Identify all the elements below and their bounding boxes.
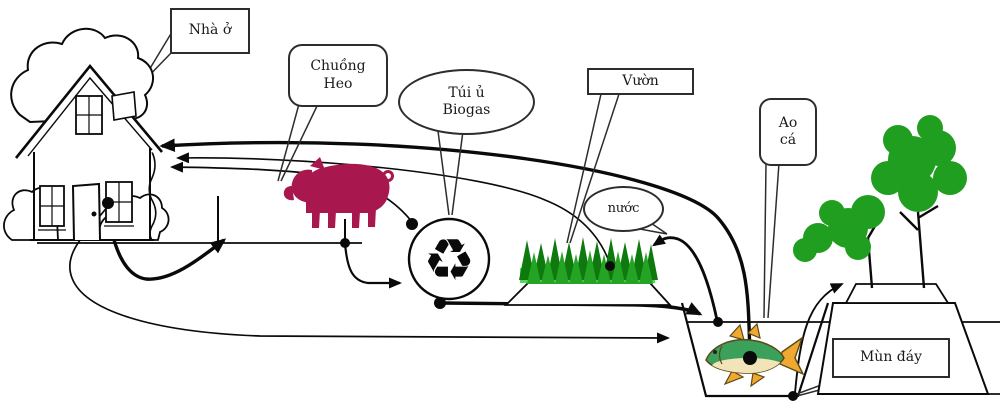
label-fish-pond-line2: cá (779, 132, 797, 148)
label-fish-pond-line1: Ao (778, 114, 798, 131)
node-garden (605, 261, 615, 271)
tree-canopies (793, 115, 967, 262)
label-water-text: nước (607, 200, 640, 216)
label-house: Nhà ở (170, 8, 250, 54)
arrow-pond-to-house (159, 138, 752, 357)
node-pond-bottom (788, 391, 798, 401)
fish-eye (713, 350, 717, 354)
label-water: nước (583, 186, 664, 232)
node-fish (743, 351, 757, 365)
fish-dorsal-fins (728, 322, 761, 341)
gable-window-cross (76, 96, 102, 134)
biogas-digester: ♻ (407, 217, 491, 301)
pig-icon (283, 157, 394, 228)
fish-lower-fins (723, 370, 766, 388)
house-roof-inner (27, 76, 153, 157)
label-house-text: Nhà ở (188, 22, 232, 39)
node-biogas-outlet (434, 297, 446, 309)
arrow-pen-to-biogas (343, 242, 402, 289)
garden (503, 237, 673, 306)
arrow-garden-to-house (176, 152, 611, 265)
node-house (102, 197, 114, 209)
window-left-cross (38, 186, 66, 231)
fish-pond (680, 302, 830, 398)
house-door (71, 182, 101, 241)
tail-biogas-label (437, 130, 464, 216)
garden-trees-back (519, 237, 658, 280)
door-knob (91, 211, 97, 217)
pig-snout (283, 186, 294, 201)
pig-body (303, 163, 390, 213)
node-pen-floor (340, 238, 350, 248)
fish-belly (712, 358, 784, 374)
label-biogas-line2: Biogas (442, 102, 491, 118)
label-bottom-sediment: Mùn đáy (832, 338, 950, 378)
pig-ear (310, 157, 325, 170)
biogas-circle (407, 217, 491, 301)
node-biogas-inlet (406, 218, 418, 230)
tail-pond-label (763, 162, 780, 319)
arrow-pondwater-to-garden (652, 234, 719, 321)
label-fish-pond: Ao cá (759, 98, 817, 166)
junction-dots (102, 197, 798, 401)
fish-gill (718, 345, 723, 365)
tail-garden-label (566, 93, 620, 244)
label-garden: Vườn (587, 68, 694, 95)
label-garden-text: Vườn (622, 72, 659, 89)
label-pig-pen-line2: Heo (323, 75, 353, 92)
arrow-sediment-to-trees (794, 283, 844, 394)
pig-tail (382, 170, 394, 182)
mound-small (844, 283, 950, 304)
garden-platform (503, 282, 673, 306)
label-biogas-bag: Túi ủ Biogas (398, 69, 535, 135)
label-biogas-line1: Túi ủ (448, 84, 485, 101)
callout-tails (139, 31, 869, 397)
pig-head (291, 169, 314, 204)
label-pig-pen-line1: Chuồng (310, 58, 366, 74)
tail-pigpen-label (277, 103, 319, 182)
label-pig-pen: Chuồng Heo (288, 44, 388, 107)
roof-dormer (111, 91, 137, 121)
node-pond-surface (713, 317, 723, 327)
recycle-icon: ♻ (423, 226, 475, 294)
label-bottom-sediment-text: Mùn đáy (859, 349, 923, 366)
pig-legs (312, 208, 376, 228)
house-sketch (3, 28, 170, 241)
garden-trees-front (527, 250, 653, 284)
